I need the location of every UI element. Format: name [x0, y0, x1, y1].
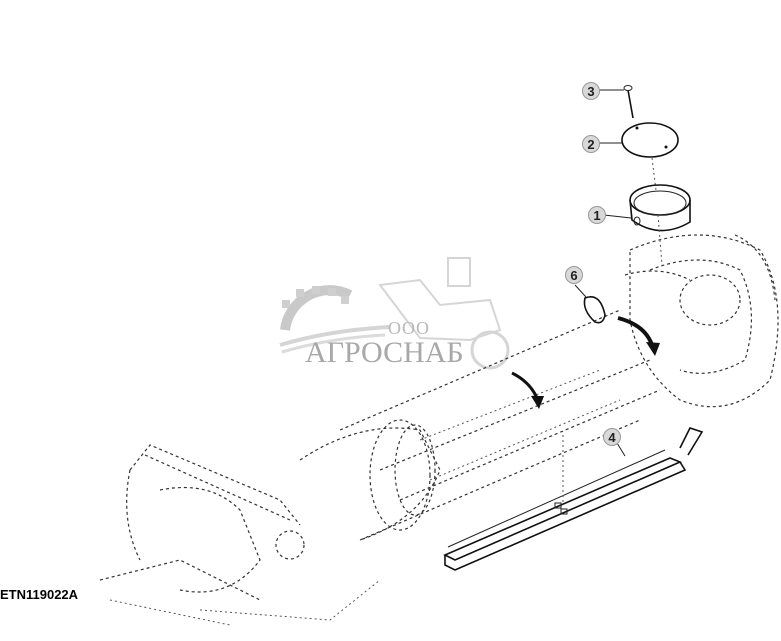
- callout-1: 1: [588, 206, 606, 224]
- part-3-screw: [623, 85, 634, 119]
- part-1-ring: [629, 184, 691, 266]
- rotation-arrow-2: [511, 371, 544, 409]
- rotation-arrow-1: [617, 316, 660, 356]
- part-4-channel-strip: [443, 427, 704, 571]
- part-2-cover-plate: [621, 122, 679, 191]
- watermark-logo-graphic: [279, 257, 510, 370]
- watermark-name: АГРОСНАБ: [305, 336, 464, 369]
- part-6-clamp: [574, 284, 606, 324]
- figure-id-label: ETN119022A: [0, 587, 79, 602]
- callout-4: 4: [603, 428, 621, 446]
- callout-2: 2: [582, 135, 600, 153]
- axle-housing-phantom: [99, 234, 779, 626]
- callout-6: 6: [565, 266, 583, 284]
- callout-3: 3: [582, 82, 600, 100]
- watermark-prefix: ООО: [388, 318, 430, 338]
